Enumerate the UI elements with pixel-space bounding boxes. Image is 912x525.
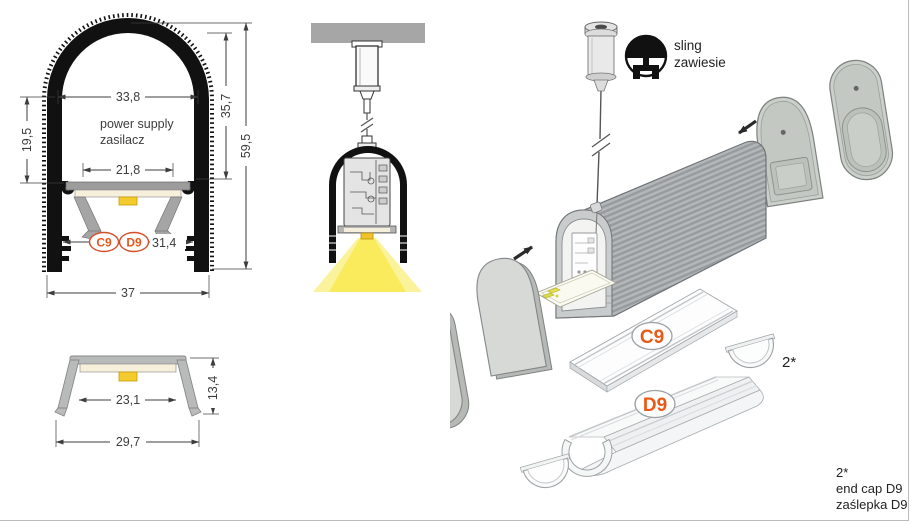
cover-cross-section-figure: 23,1 13,4 29,7	[54, 355, 220, 449]
sling-label-pl: zawiesie	[674, 55, 726, 70]
svg-text:end cap D9: end cap D9	[836, 481, 903, 496]
svg-text:19,5: 19,5	[20, 128, 34, 152]
svg-text:37: 37	[121, 286, 135, 300]
sling-wire	[591, 89, 611, 206]
sling-icon	[624, 34, 668, 79]
svg-text:33,8: 33,8	[116, 90, 140, 104]
svg-text:13,4: 13,4	[206, 376, 220, 400]
light-beam	[313, 238, 422, 292]
svg-text:23,1: 23,1	[116, 393, 140, 407]
cover-holder-section	[65, 181, 191, 241]
led-strip	[360, 232, 374, 240]
end-cap-oval-exterior	[450, 300, 470, 430]
exploded-view-figure: sling zawiesie	[450, 21, 908, 512]
svg-text:D9: D9	[126, 236, 142, 250]
led-tray-sliding-out	[534, 269, 618, 308]
cover-d9-3d: D9	[561, 376, 764, 477]
dimension-left-depth: 19,5	[18, 96, 64, 184]
svg-text:59,5: 59,5	[239, 134, 253, 158]
end-cap-oval-interior	[829, 59, 894, 181]
cover-profile-outline	[54, 355, 202, 417]
badge-c9-large	[631, 321, 673, 351]
svg-text:35,7: 35,7	[219, 94, 233, 118]
svg-text:21,8: 21,8	[116, 163, 140, 177]
end-cap-note: 2* end cap D9 zaślepka D9	[836, 465, 908, 512]
suspension-wire	[360, 113, 374, 137]
page-border-right	[908, 0, 909, 521]
end-cap-qty-label: 2*	[782, 354, 796, 371]
suspension-mount	[351, 40, 383, 114]
dimension-top-inner-width: 33,8	[57, 88, 199, 104]
cover-c9-3d: C9	[569, 288, 738, 393]
dimension-cover-total-width: 29,7	[55, 420, 200, 449]
svg-text:D9: D9	[643, 395, 667, 416]
dimension-right-inner-height: 35,7	[196, 32, 233, 180]
dimension-cover-width: C9 D9 31,4	[62, 231, 194, 253]
extrusion-3d	[534, 140, 767, 319]
svg-text:29,7: 29,7	[116, 435, 140, 449]
cross-section-figure: power supply zasilacz 33,8 19,5 21,8	[18, 13, 253, 300]
end-cap-arch-exterior	[476, 257, 553, 380]
svg-text:C9: C9	[640, 327, 664, 348]
dimension-total-width: 37	[46, 275, 210, 300]
assembly-arrow-right	[738, 119, 757, 135]
sling-cylinder-3d	[584, 21, 618, 92]
dimension-cover-inner-width: 23,1	[78, 392, 177, 407]
dimension-total-height: 59,5	[131, 22, 253, 270]
svg-text:zaślepka D9: zaślepka D9	[836, 497, 908, 512]
end-cap-d9-right	[724, 333, 776, 369]
lamp-cover-and-led	[337, 225, 397, 240]
dimension-cover-height: 13,4	[190, 357, 220, 415]
sling-label-en: sling	[674, 38, 702, 53]
assembly-arrow-left	[513, 245, 533, 261]
end-cap-arch-interior	[756, 96, 824, 208]
power-supply-label-pl: zasilacz	[100, 133, 144, 147]
led-strip	[118, 196, 138, 206]
suspended-lamp-figure	[311, 23, 425, 292]
badge-c9-small	[88, 231, 120, 253]
led-strip	[118, 371, 138, 382]
svg-text:2*: 2*	[836, 465, 848, 480]
power-supply-label-en: power supply	[100, 117, 174, 131]
badge-d9-large	[634, 389, 676, 419]
ceiling	[311, 23, 425, 43]
page-border-bottom	[0, 520, 909, 521]
badge-d9-small	[118, 231, 150, 253]
svg-text:C9: C9	[96, 236, 112, 250]
lamp-arch-profile	[329, 135, 407, 263]
svg-text:31,4: 31,4	[152, 236, 176, 250]
power-supply-unit	[343, 157, 391, 227]
end-cap-d9-left	[519, 453, 571, 489]
dimension-inner-width: 21,8	[82, 161, 174, 177]
